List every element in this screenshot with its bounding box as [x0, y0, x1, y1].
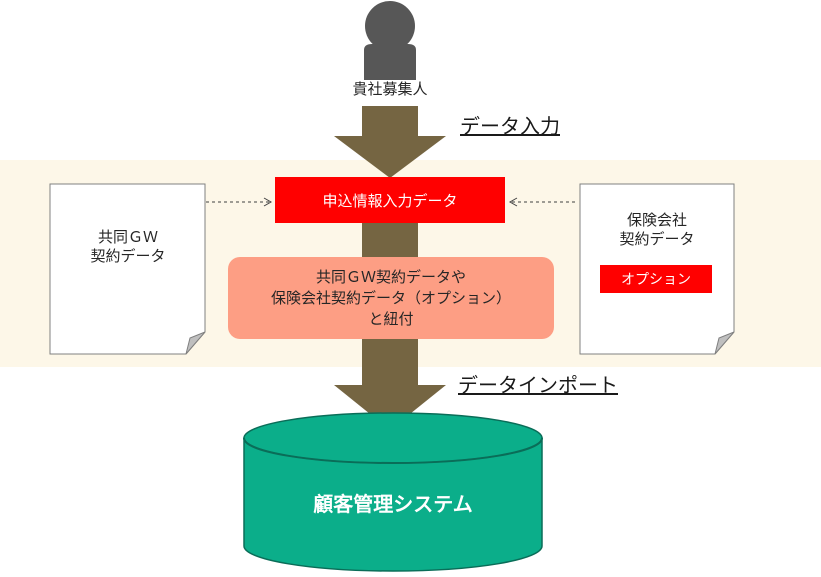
middle-arrow-shaft — [362, 222, 418, 258]
linking-line-3: と紐付 — [368, 309, 414, 328]
doc-left-text: 共同ＧＷ 契約データ — [50, 228, 206, 266]
application-data-box: 申込情報入力データ — [275, 177, 505, 223]
linking-line-1: 共同ＧＷ契約データや — [315, 267, 466, 286]
doc-right-text: 保険会社 契約データ — [580, 211, 734, 249]
doc-left-line-1: 共同ＧＷ — [97, 228, 158, 246]
dashed-connector-left — [206, 197, 273, 207]
data-import-label: データインポート — [458, 373, 618, 397]
linking-box: 共同ＧＷ契約データや 保険会社契約データ（オプション） と紐付 — [228, 257, 554, 339]
application-data-label: 申込情報入力データ — [322, 191, 458, 210]
dashed-connector-right — [508, 197, 578, 207]
option-badge: オプション — [600, 265, 712, 293]
data-input-label: データ入力 — [460, 114, 560, 138]
linking-line-2: 保険会社契約データ（オプション） — [270, 288, 511, 307]
doc-right-line-1: 保険会社 — [626, 211, 687, 229]
system-label: 顧客管理システム — [313, 492, 473, 516]
person-icon — [364, 1, 416, 80]
data-import-arrow — [334, 338, 446, 430]
person-label: 貴社募集人 — [352, 80, 428, 98]
database-cylinder — [243, 412, 543, 572]
data-input-arrow — [334, 106, 446, 178]
doc-right-line-2: 契約データ — [619, 229, 695, 248]
doc-left-line-2: 契約データ — [90, 246, 166, 265]
doc-left-shape — [49, 183, 206, 355]
option-label: オプション — [621, 272, 691, 288]
